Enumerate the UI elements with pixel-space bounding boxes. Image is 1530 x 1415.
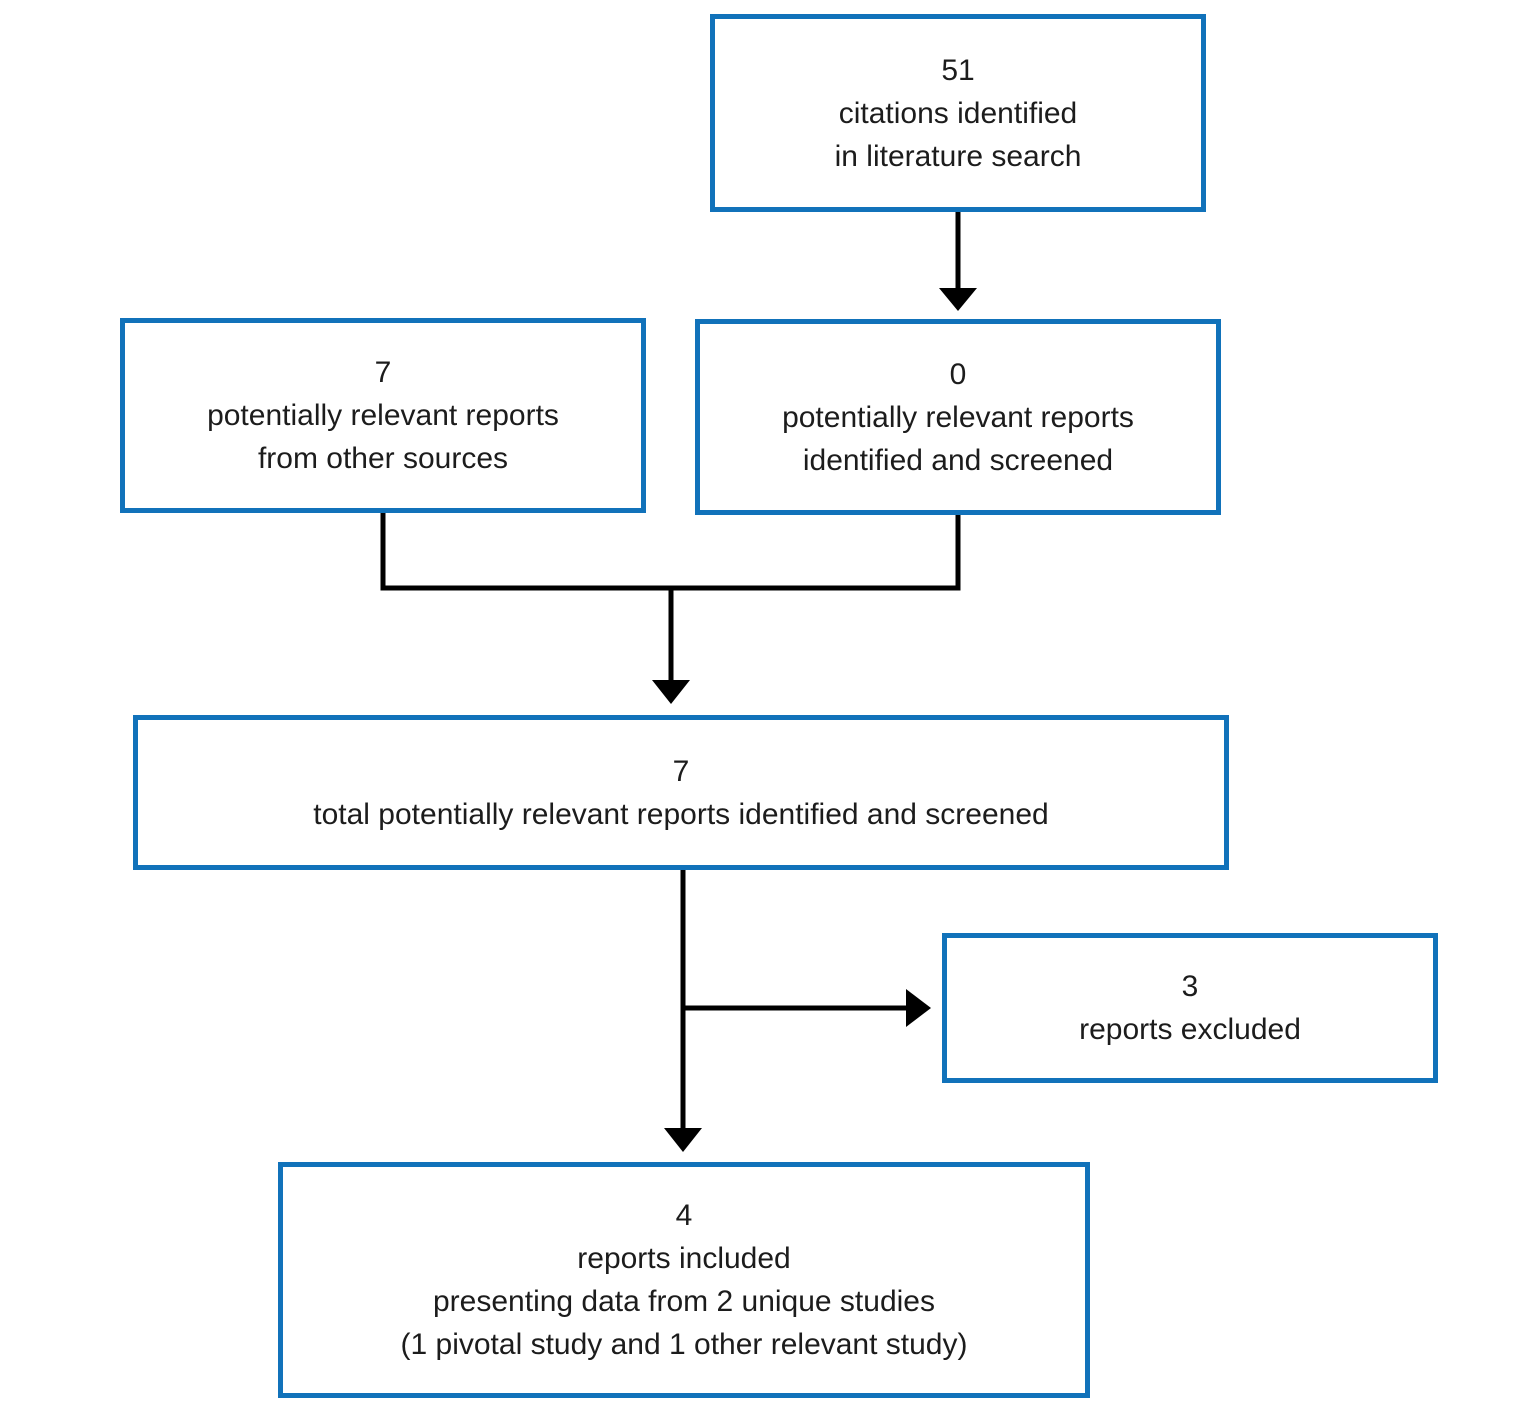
merge-connector: [380, 509, 961, 591]
excluded-line: reports excluded: [1079, 1013, 1301, 1046]
included-count: 4: [675, 1199, 693, 1232]
box-citations-identified: 51 citations identified in literature se…: [710, 14, 1206, 212]
arrow-branch-to-excluded: [681, 989, 931, 1027]
identified-line: potentially relevant reports: [782, 400, 1134, 434]
included-line: (1 pivotal study and 1 other relevant st…: [400, 1328, 968, 1361]
included-line: presenting data from 2 unique studies: [433, 1285, 935, 1318]
identified-count: 0: [949, 357, 967, 391]
box-total-reports-screened: 7 total potentially relevant reports ide…: [133, 715, 1229, 870]
citations-line: citations identified: [838, 96, 1078, 130]
excluded-count: 3: [1181, 970, 1199, 1003]
total-line: total potentially relevant reports ident…: [313, 797, 1049, 831]
citations-count: 51: [941, 53, 975, 87]
included-line: reports included: [577, 1242, 791, 1275]
identified-line: identified and screened: [802, 443, 1114, 477]
box-reports-identified-screened: 0 potentially relevant reports identifie…: [695, 319, 1221, 515]
other-sources-line: from other sources: [257, 442, 509, 475]
arrow-merge-to-total: [652, 586, 690, 704]
arrow-total-to-included: [664, 870, 702, 1152]
citations-line: in literature search: [834, 139, 1082, 173]
box-reports-other-sources: 7 potentially relevant reports from othe…: [120, 318, 646, 513]
arrow-citations-to-identified: [939, 212, 977, 311]
total-count: 7: [672, 754, 690, 788]
other-sources-line: potentially relevant reports: [207, 399, 559, 432]
box-reports-excluded: 3 reports excluded: [942, 933, 1438, 1083]
other-sources-count: 7: [374, 356, 392, 389]
box-reports-included: 4 reports included presenting data from …: [278, 1162, 1090, 1398]
